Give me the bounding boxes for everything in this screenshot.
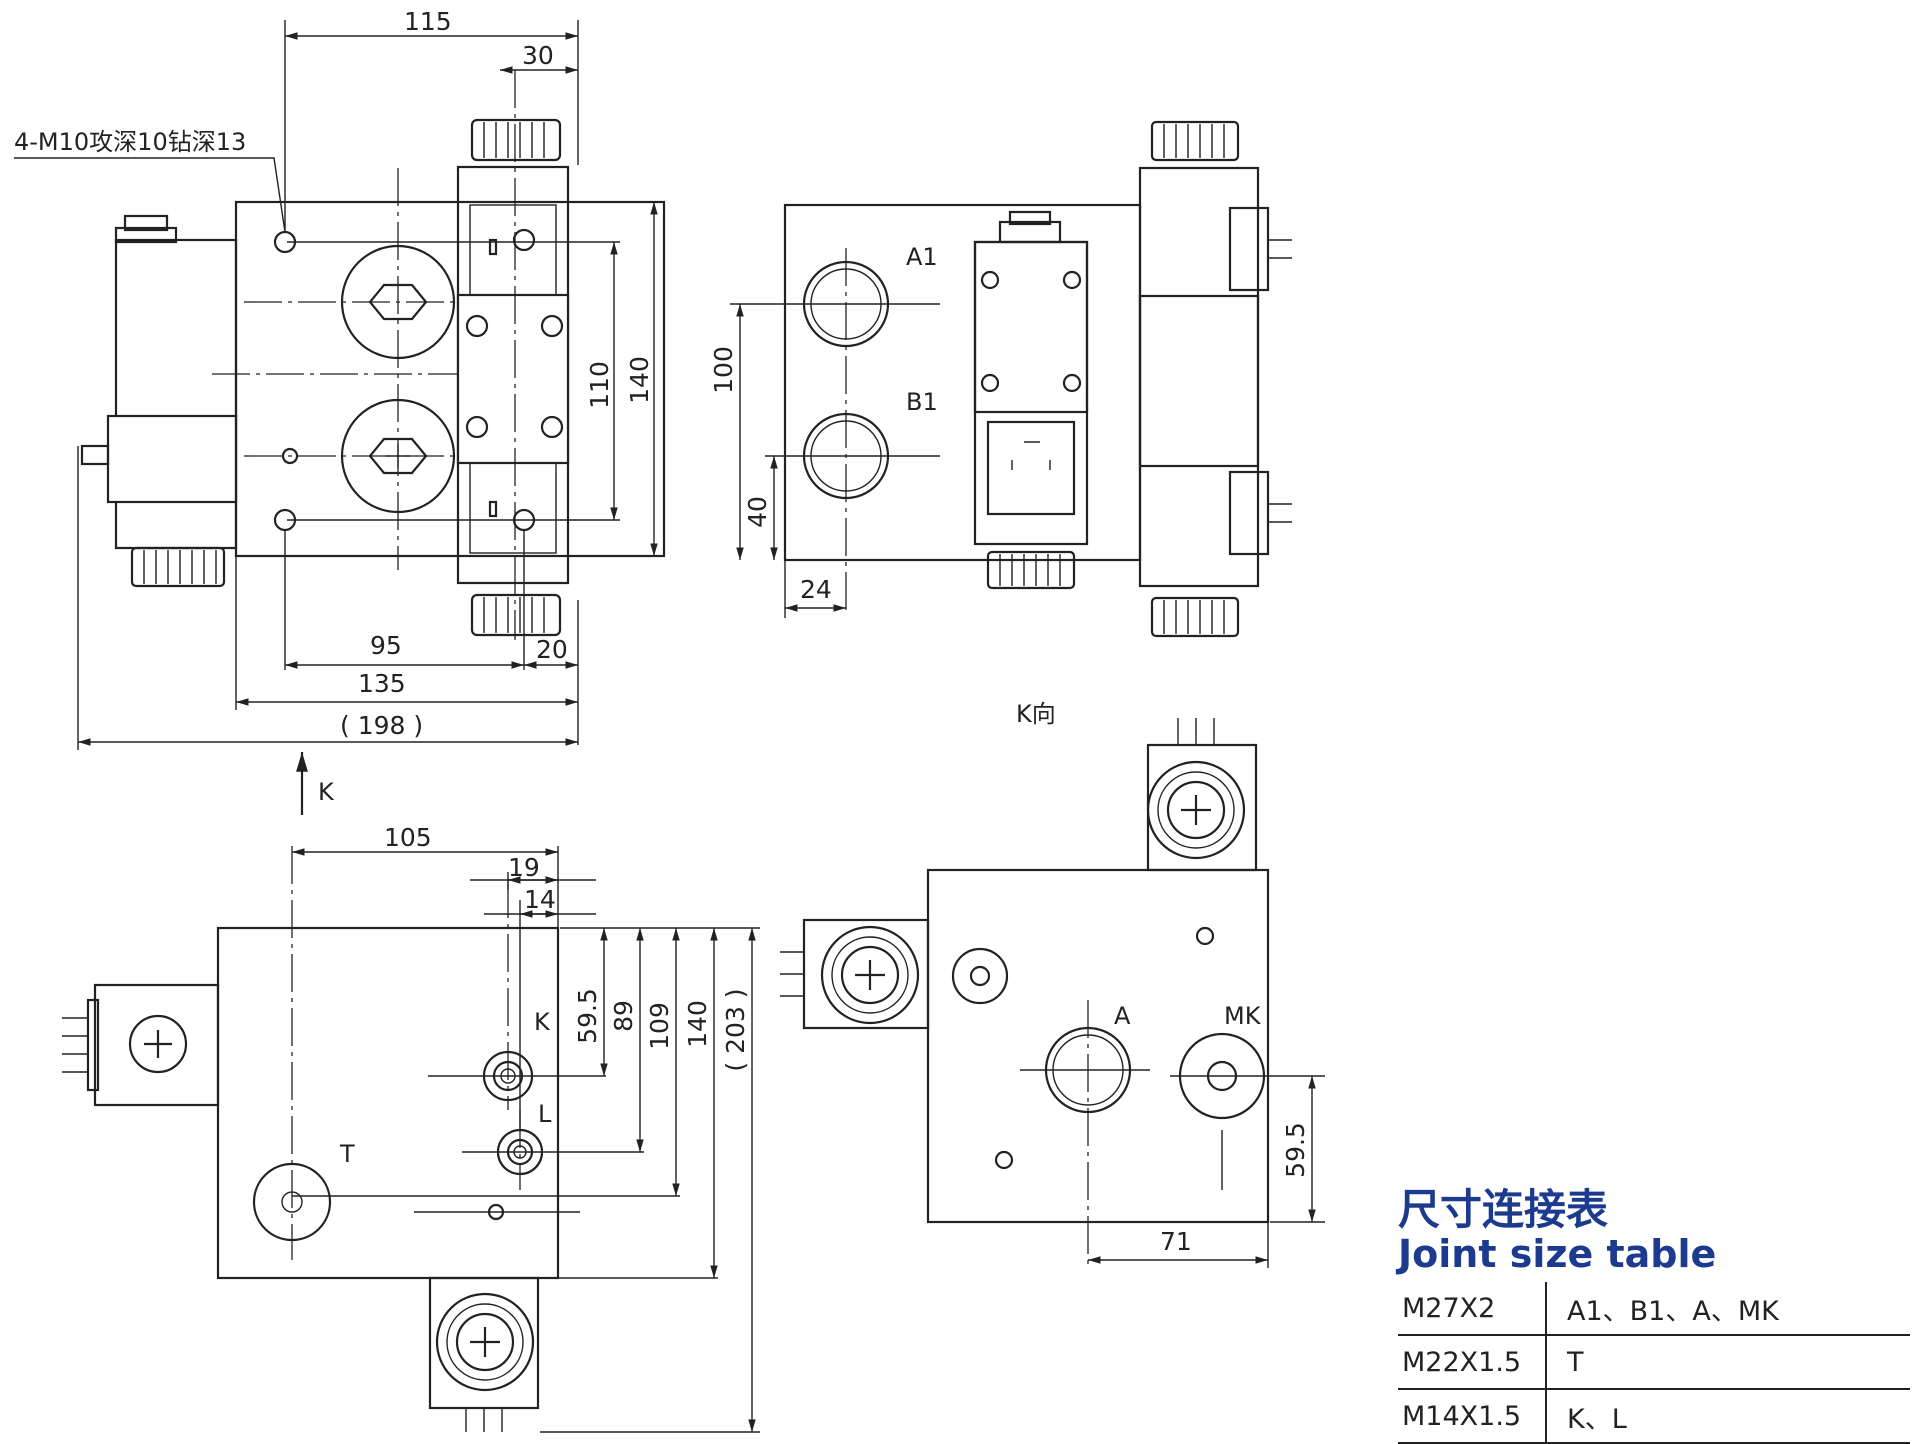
side-view: A1 B1 (709, 120, 1292, 638)
size-table-title-cn: 尺寸连接表 (1398, 1185, 1609, 1234)
dim-14: 14 (524, 885, 556, 914)
dim-198: ( 198 ) (340, 711, 423, 740)
dim-24: 24 (800, 575, 832, 604)
port-label-a1: A1 (906, 243, 938, 271)
dim-140-bottom: 140 (683, 1000, 712, 1048)
side-pilot-nut (986, 550, 1076, 590)
size-cell: M14X1.5 (1398, 1389, 1547, 1444)
k-view-arrow-label: K (318, 778, 335, 806)
port-label-t: T (339, 1140, 355, 1168)
dim-115: 115 (404, 7, 452, 36)
port-small-upper (951, 947, 1009, 1005)
dim-135: 135 (358, 669, 406, 698)
port-label-l: L (538, 1100, 552, 1128)
side-solenoid-top-nut (1150, 120, 1240, 162)
table-row: M14X1.5 K、L (1398, 1389, 1910, 1444)
bottom-view: K L T 105 19 14 59.5 89 109 140 (62, 823, 760, 1433)
dim-140: 140 (625, 356, 654, 404)
hole-spec-note: 4-M10攻深10钻深13 (14, 128, 246, 156)
dim-19: 19 (508, 853, 540, 882)
left-solenoid-knurled-nut (130, 546, 226, 588)
dim-59-5-k: 59.5 (1281, 1122, 1310, 1178)
port-label-k: K (534, 1008, 551, 1036)
side-solenoid-bottom-nut (1150, 596, 1240, 638)
port-label-mk: MK (1224, 1002, 1262, 1030)
ports-cell: A1、B1、A、MK (1546, 1282, 1910, 1336)
top-view: 4-M10攻深10钻深13 115 30 110 140 95 20 135 (… (14, 7, 666, 815)
bottom-left-solenoid (93, 983, 220, 1107)
mounting-hole (281, 447, 299, 465)
k-view-body (926, 868, 1270, 1224)
dim-100: 100 (709, 346, 738, 394)
port-label-b1: B1 (906, 388, 938, 416)
dim-203: ( 203 ) (721, 988, 750, 1071)
dim-95: 95 (370, 631, 402, 660)
size-cell: M22X1.5 (1398, 1335, 1547, 1390)
joint-size-table: M27X2 A1、B1、A、MK M22X1.5 T M14X1.5 K、L (1398, 1282, 1910, 1444)
dim-40: 40 (743, 496, 772, 528)
table-row: M22X1.5 T (1398, 1335, 1910, 1390)
size-table-title-en: Joint size table (1398, 1232, 1717, 1276)
right-solenoid-bottom-nut (470, 593, 562, 637)
k-view-title: K向 (1016, 700, 1056, 728)
dim-30: 30 (522, 41, 554, 70)
dim-110: 110 (585, 361, 614, 409)
ports-cell: T (1546, 1335, 1910, 1390)
k-view-top-solenoid (1146, 743, 1258, 872)
table-row: M27X2 A1、B1、A、MK (1398, 1282, 1910, 1336)
dim-109: 109 (645, 1002, 674, 1050)
ports-cell: K、L (1546, 1389, 1910, 1444)
dim-89: 89 (609, 1000, 638, 1032)
dim-105: 105 (384, 823, 432, 852)
left-solenoid-connector (106, 414, 238, 504)
k-view: K向 A MK 59.5 7 (780, 700, 1325, 1268)
port-label-a: A (1114, 1002, 1131, 1030)
dim-71: 71 (1160, 1227, 1192, 1256)
right-solenoid-top-nut (470, 118, 562, 162)
side-solenoid (1138, 166, 1260, 588)
size-cell: M27X2 (1398, 1282, 1547, 1336)
dim-59-5: 59.5 (573, 988, 602, 1044)
bottom-valve-body (216, 926, 560, 1280)
dim-20: 20 (536, 635, 568, 664)
